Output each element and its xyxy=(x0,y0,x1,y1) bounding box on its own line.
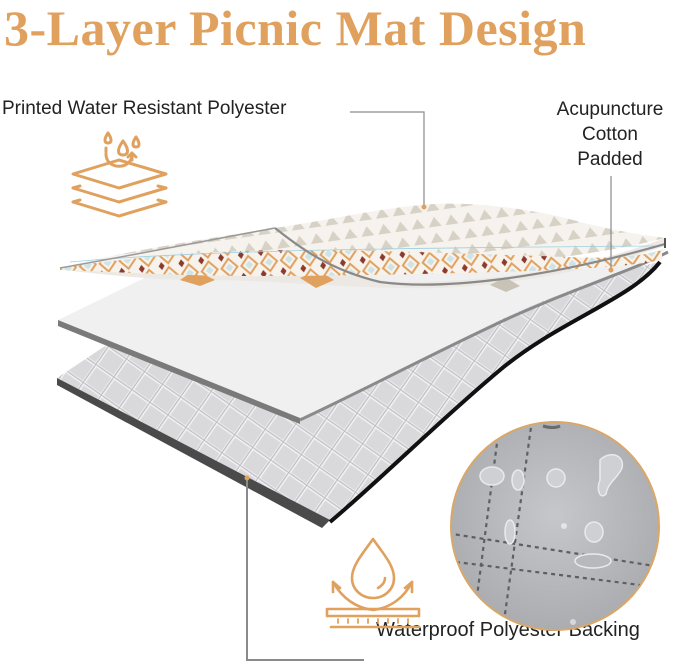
label-acupuncture-cotton-padded: Acupuncture Cotton Padded xyxy=(544,97,676,172)
label-printed-water-resistant-polyester: Printed Water Resistant Polyester xyxy=(2,98,287,119)
waterproof-drop-icon xyxy=(325,537,421,629)
page-title: 3-Layer Picnic Mat Design xyxy=(4,0,587,56)
leader-lines xyxy=(244,111,614,661)
cotton-layer xyxy=(58,248,669,424)
waterproof-magnified-lens xyxy=(450,421,660,631)
label-line: Padded xyxy=(577,149,643,170)
water-resistant-layers-icon xyxy=(71,131,168,218)
label-line: Cotton xyxy=(582,124,638,145)
printed-layer xyxy=(59,203,666,292)
label-line: Acupuncture xyxy=(556,99,664,120)
